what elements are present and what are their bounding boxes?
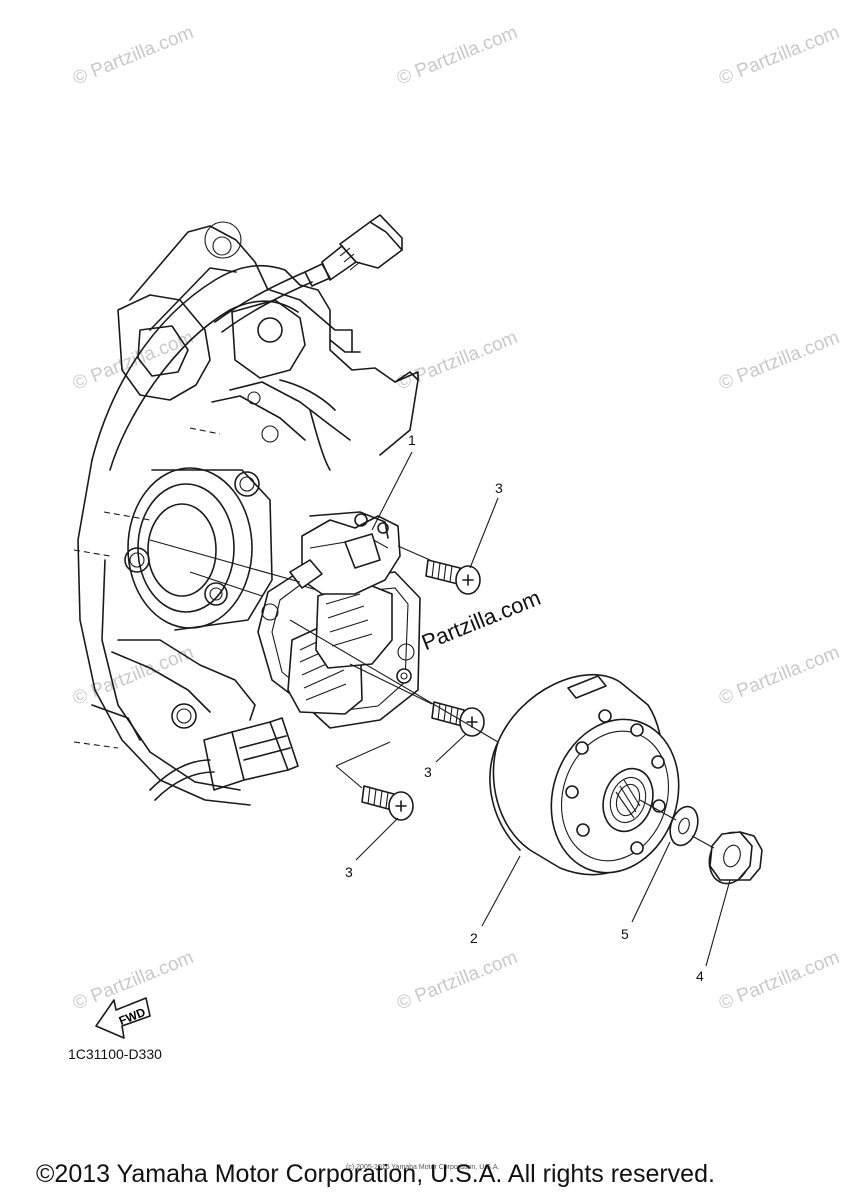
centre-line [691,835,715,849]
callout-3-lower: 3 [345,864,353,880]
screw-upper [425,559,481,595]
centre-line [335,765,363,789]
leader-line-3c [355,817,399,861]
leader-line-2 [481,855,521,927]
crankcase-cover-outline [73,214,419,806]
leader-line-3b [435,733,467,763]
centre-line [149,539,301,583]
rotor-flywheel [489,673,680,876]
callout-3-upper: 3 [495,480,503,496]
centre-line [289,619,499,743]
copyright-notice: ©2013 Yamaha Motor Corporation, U.S.A. A… [36,1160,715,1188]
flange-nut [708,831,763,885]
centre-line [397,545,431,561]
leader-line-4 [705,879,731,967]
leader-line-5 [631,841,671,923]
tiny-credit: (c) 2005-2016 Yamaha Motor Corporation, … [346,1164,500,1171]
callout-1: 1 [408,432,416,448]
leader-line-1 [371,451,413,531]
screw-lower [361,785,414,821]
fwd-arrow-icon: FWD [95,997,151,1039]
stator-assembly [257,511,421,729]
callout-3-middle: 3 [424,764,432,780]
callout-5: 5 [621,926,629,942]
callout-2: 2 [470,930,478,946]
washer [669,805,699,847]
centre-line [349,663,433,705]
callout-4: 4 [696,968,704,984]
centre-line [189,571,263,597]
drawing-code: 1C31100-D330 [68,1046,162,1062]
centre-line [639,799,677,821]
centre-line [335,741,391,767]
leader-line-3a [469,497,499,569]
